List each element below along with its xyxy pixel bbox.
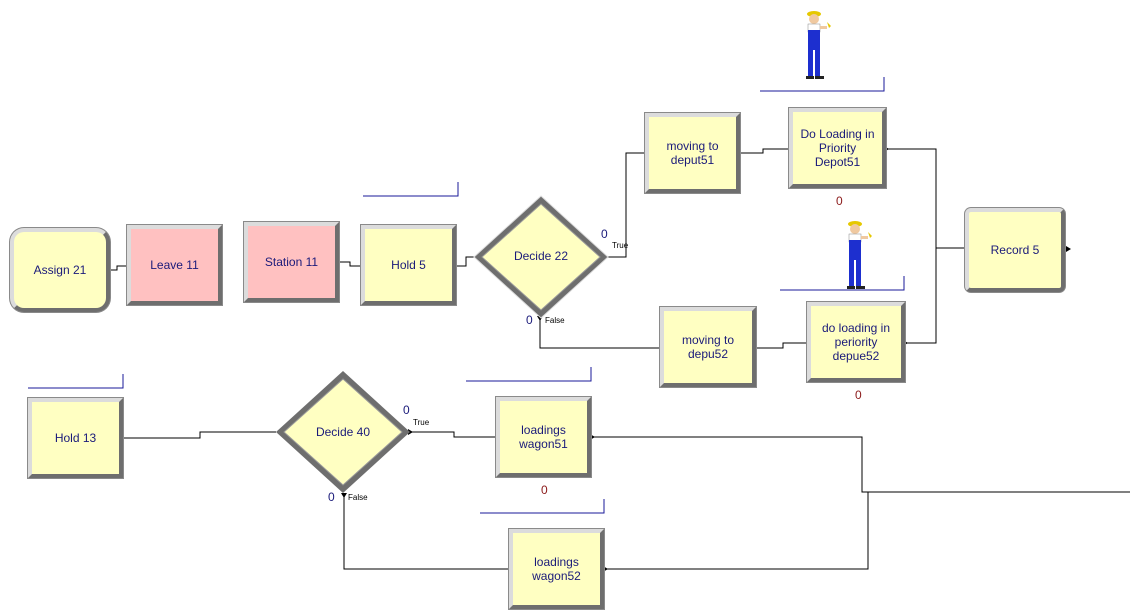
decide40-false-counter: 0 — [328, 490, 335, 504]
queue-line-wagon51 — [466, 367, 592, 382]
do-loading-52-counter: 0 — [855, 388, 862, 402]
do-loading-52-module[interactable]: do loading in periority depue52 — [807, 302, 905, 382]
connector-decide22-true — [607, 152, 645, 258]
decide40-true-counter: 0 — [403, 403, 410, 417]
assign21-label: Assign 21 — [33, 263, 87, 277]
queue-line-wagon52 — [480, 499, 605, 514]
loadings-wagon52-module[interactable]: loadings wagon52 — [509, 529, 604, 609]
do-loading-51-counter: 0 — [836, 194, 843, 208]
leave11-label: Leave 11 — [150, 258, 199, 272]
leave11-module[interactable]: Leave 11 — [127, 225, 222, 305]
arrow-record-out — [1066, 246, 1071, 252]
connector-loading52-record — [905, 248, 937, 344]
moving-deput51-label: moving to deput51 — [666, 139, 719, 167]
connector-hold13-decide40 — [123, 431, 276, 439]
decide22-diamond[interactable] — [473, 195, 609, 319]
connector-wagon51-out — [591, 436, 1130, 493]
queue-line-hold13 — [28, 374, 124, 389]
connector-decide40-false — [343, 494, 509, 570]
assign21-module[interactable]: Assign 21 — [10, 228, 110, 312]
loadings-wagon52-label: loadings wagon52 — [532, 555, 581, 583]
connector-moving52-loading52 — [756, 342, 807, 349]
arrow-wagon52-out — [603, 566, 608, 572]
moving-depu52-label: moving to depu52 — [681, 333, 735, 361]
station11-module[interactable]: Station 11 — [244, 222, 339, 302]
connector-wagon52-out — [604, 492, 869, 570]
queue-line-loading52 — [780, 276, 905, 291]
hold13-label: Hold 13 — [54, 431, 97, 445]
connector-station-hold5 — [340, 261, 360, 267]
arrow-decide40-false — [341, 493, 347, 498]
decide40-diamond[interactable] — [276, 371, 410, 493]
connector-decide22-false — [539, 318, 660, 349]
decide22-false-counter: 0 — [526, 313, 533, 327]
decide22-false-label: False — [545, 316, 565, 325]
connector-loading51-record — [886, 148, 965, 249]
moving-depu52-module[interactable]: moving to depu52 — [660, 307, 756, 387]
hold5-module[interactable]: Hold 5 — [361, 225, 456, 305]
arrow-wagon51-out — [590, 434, 595, 440]
hold5-label: Hold 5 — [391, 258, 426, 272]
loadings-wagon51-counter: 0 — [541, 483, 548, 497]
connector-moving51-loading51 — [740, 148, 789, 154]
decide40-false-label: False — [348, 493, 368, 502]
decide22-true-label: True — [612, 241, 629, 250]
worker-resource-icon — [806, 11, 831, 79]
connector-assign-leave — [110, 265, 127, 271]
do-loading-51-label: Do Loading in Priority Depot51 — [800, 127, 875, 169]
connector-decide40-true — [410, 431, 496, 438]
queue-line-hold5 — [363, 182, 459, 197]
moving-deput51-module[interactable]: moving to deput51 — [645, 113, 740, 193]
do-loading-51-module[interactable]: Do Loading in Priority Depot51 — [789, 108, 886, 188]
record5-label: Record 5 — [990, 243, 1040, 257]
hold13-module[interactable]: Hold 13 — [28, 398, 123, 478]
loadings-wagon51-label: loadings wagon51 — [519, 423, 568, 451]
decide22-label: Decide 22 — [513, 249, 569, 263]
do-loading-52-label: do loading in periority depue52 — [821, 321, 891, 363]
station11-label: Station 11 — [264, 255, 319, 269]
queue-line-loading51 — [760, 77, 885, 92]
decide40-label: Decide 40 — [315, 425, 371, 439]
connector-hold5-decide22 — [457, 256, 474, 267]
worker-resource-icon — [847, 221, 872, 289]
decide40-true-label: True — [413, 418, 430, 427]
decide22-true-counter: 0 — [601, 227, 608, 241]
record5-module[interactable]: Record 5 — [965, 208, 1065, 292]
loadings-wagon51-module[interactable]: loadings wagon51 — [496, 397, 591, 477]
arrow-decide40-true — [408, 429, 413, 435]
